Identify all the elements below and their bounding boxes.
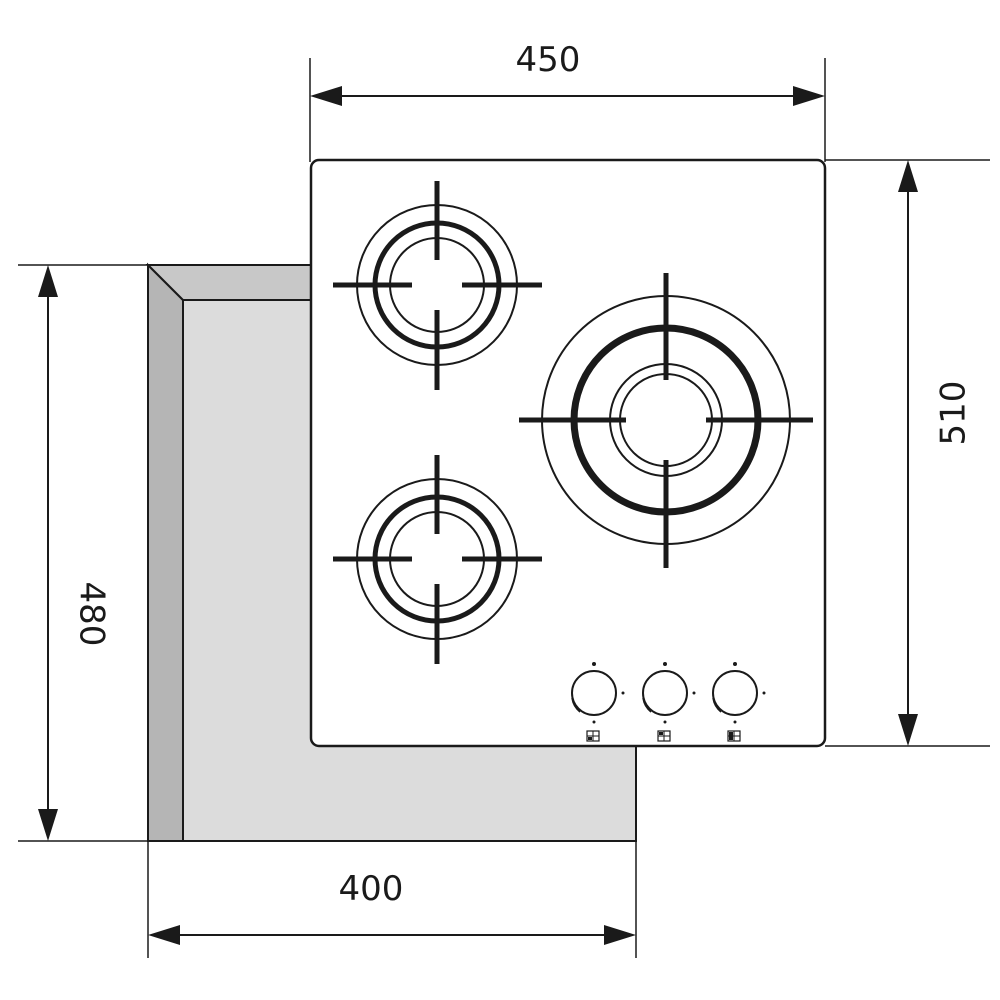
burner-top-left (333, 181, 542, 390)
control-knobs (571, 662, 766, 742)
burner-position-icon (657, 730, 671, 742)
knob-1[interactable] (571, 662, 625, 742)
dimension-label-left: 480 (72, 582, 112, 647)
burner-position-icon (727, 730, 741, 742)
extension-lines (18, 58, 990, 958)
burner-bottom-left (333, 455, 542, 664)
cutout-left-wall (147, 262, 184, 842)
dimension-arrows (38, 86, 918, 945)
dimension-arrow-right (898, 160, 918, 746)
dimension-label-top: 450 (516, 40, 581, 80)
dimension-label-right: 510 (934, 381, 974, 446)
burner-position-icon (586, 730, 600, 742)
dimension-arrow-top (310, 86, 825, 106)
dimension-arrow-left (38, 265, 58, 841)
dimension-label-bottom: 400 (339, 869, 404, 909)
burner-right (519, 273, 813, 568)
knob-2[interactable] (642, 662, 696, 742)
knob-3[interactable] (712, 662, 766, 742)
dimension-arrow-bottom (148, 925, 636, 945)
